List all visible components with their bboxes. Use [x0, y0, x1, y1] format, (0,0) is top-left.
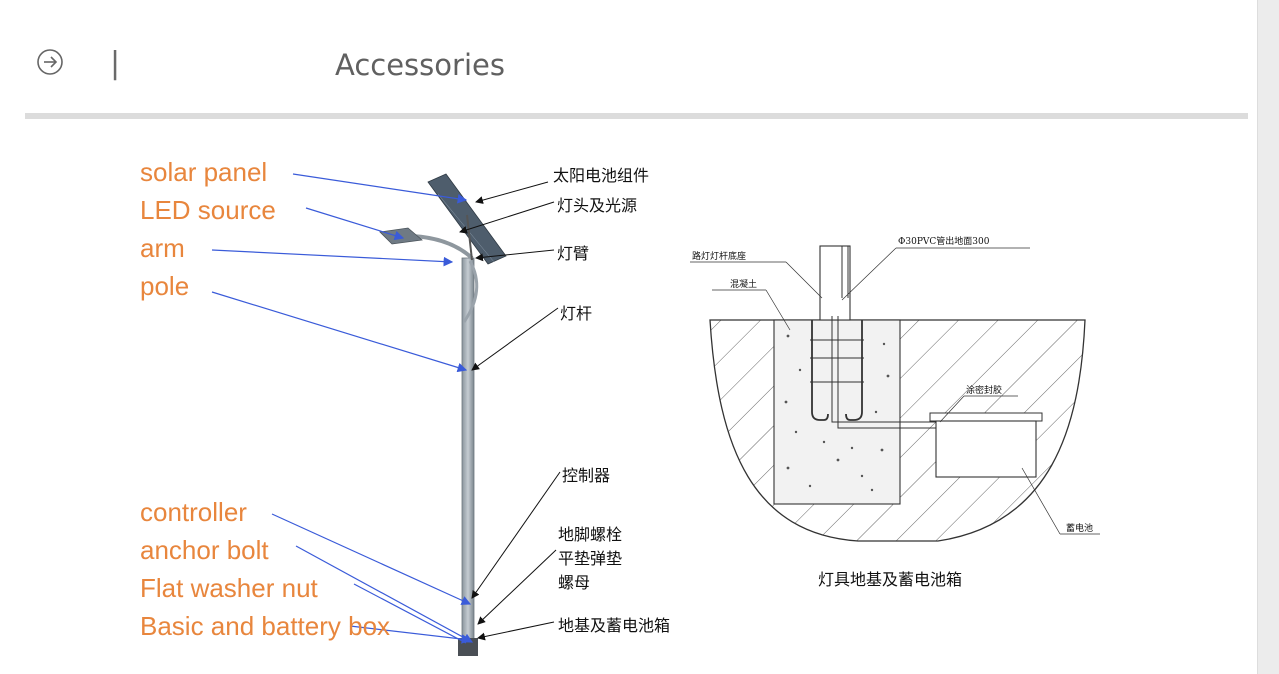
label-solar-panel: solar panel — [140, 157, 268, 187]
label-cn-pole: 灯杆 — [560, 304, 593, 323]
header-divider — [25, 113, 1248, 119]
label-led-source: LED source — [140, 195, 276, 225]
foundation-callout-lines — [690, 247, 1100, 535]
foundation-section — [690, 245, 1100, 542]
street-light — [379, 173, 507, 656]
foundation-caption: 灯具地基及蓄电池箱 — [818, 570, 963, 589]
label-cn-nut: 螺母 — [558, 573, 591, 592]
page-header: | Accessories — [0, 0, 1255, 120]
led-lamp-head — [379, 227, 423, 245]
label-sealant: 涂密封胶 — [966, 386, 1003, 396]
label-cn-anchor-bolt: 地脚螺栓 — [558, 525, 623, 544]
label-anchor-bolt: anchor bolt — [140, 535, 269, 565]
label-arm: arm — [140, 233, 185, 263]
concrete-block — [773, 319, 901, 505]
lamp-arm — [411, 234, 474, 260]
label-cn-foundation: 地基及蓄电池箱 — [558, 616, 671, 635]
label-concrete: 混凝土 — [730, 280, 758, 290]
label-basic-battery-box: Basic and battery box — [140, 611, 391, 641]
label-cn-solar-module: 太阳电池组件 — [553, 166, 650, 185]
label-cn-lamp-head: 灯头及光源 — [557, 196, 638, 215]
label-cn-washer: 平垫弹垫 — [558, 549, 623, 568]
pole-base-top — [819, 245, 851, 321]
circle-arrow-right-icon[interactable] — [36, 48, 64, 76]
diagram-graphics — [211, 173, 1100, 656]
anchor-bolt-right — [845, 320, 863, 421]
vertical-scrollbar[interactable] — [1257, 0, 1279, 674]
header-separator: | — [110, 46, 121, 81]
pvc-conduit — [831, 316, 940, 423]
english-leader-lines — [211, 173, 474, 644]
arm-bracket — [462, 260, 479, 323]
concrete-aggregate — [784, 334, 890, 492]
chinese-leader-lines — [459, 181, 561, 641]
anchor-bolt-left — [811, 320, 829, 421]
page-title: Accessories — [335, 48, 505, 82]
label-pvc-conduit: Φ30PVC管出地面300 — [898, 237, 990, 247]
label-cn-arm: 灯臂 — [557, 244, 590, 263]
label-flat-washer-nut: Flat washer nut — [140, 573, 318, 603]
label-cn-controller: 控制器 — [562, 466, 611, 485]
label-controller: controller — [140, 497, 247, 527]
label-pole: pole — [140, 271, 190, 301]
battery-box — [935, 420, 1037, 478]
label-pole-base: 路灯灯杆底座 — [692, 252, 747, 262]
street-light-diagram: solar panel LED source arm pole controll… — [0, 130, 1255, 674]
label-battery: 蓄电池 — [1066, 524, 1094, 534]
